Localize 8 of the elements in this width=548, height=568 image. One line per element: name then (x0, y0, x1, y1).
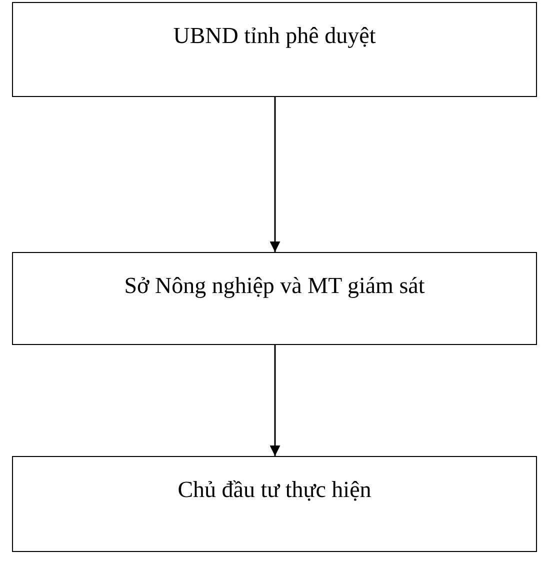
box-label: Sở Nông nghiệp và MT giám sát (124, 272, 425, 300)
box-label: Chủ đầu tư thực hiện (178, 476, 372, 504)
process-box (12, 252, 537, 345)
arrow (270, 345, 280, 456)
box-label: UBND tỉnh phê duyệt (173, 22, 376, 50)
process-box (12, 456, 537, 552)
arrow (270, 97, 280, 252)
process-box (12, 2, 537, 97)
